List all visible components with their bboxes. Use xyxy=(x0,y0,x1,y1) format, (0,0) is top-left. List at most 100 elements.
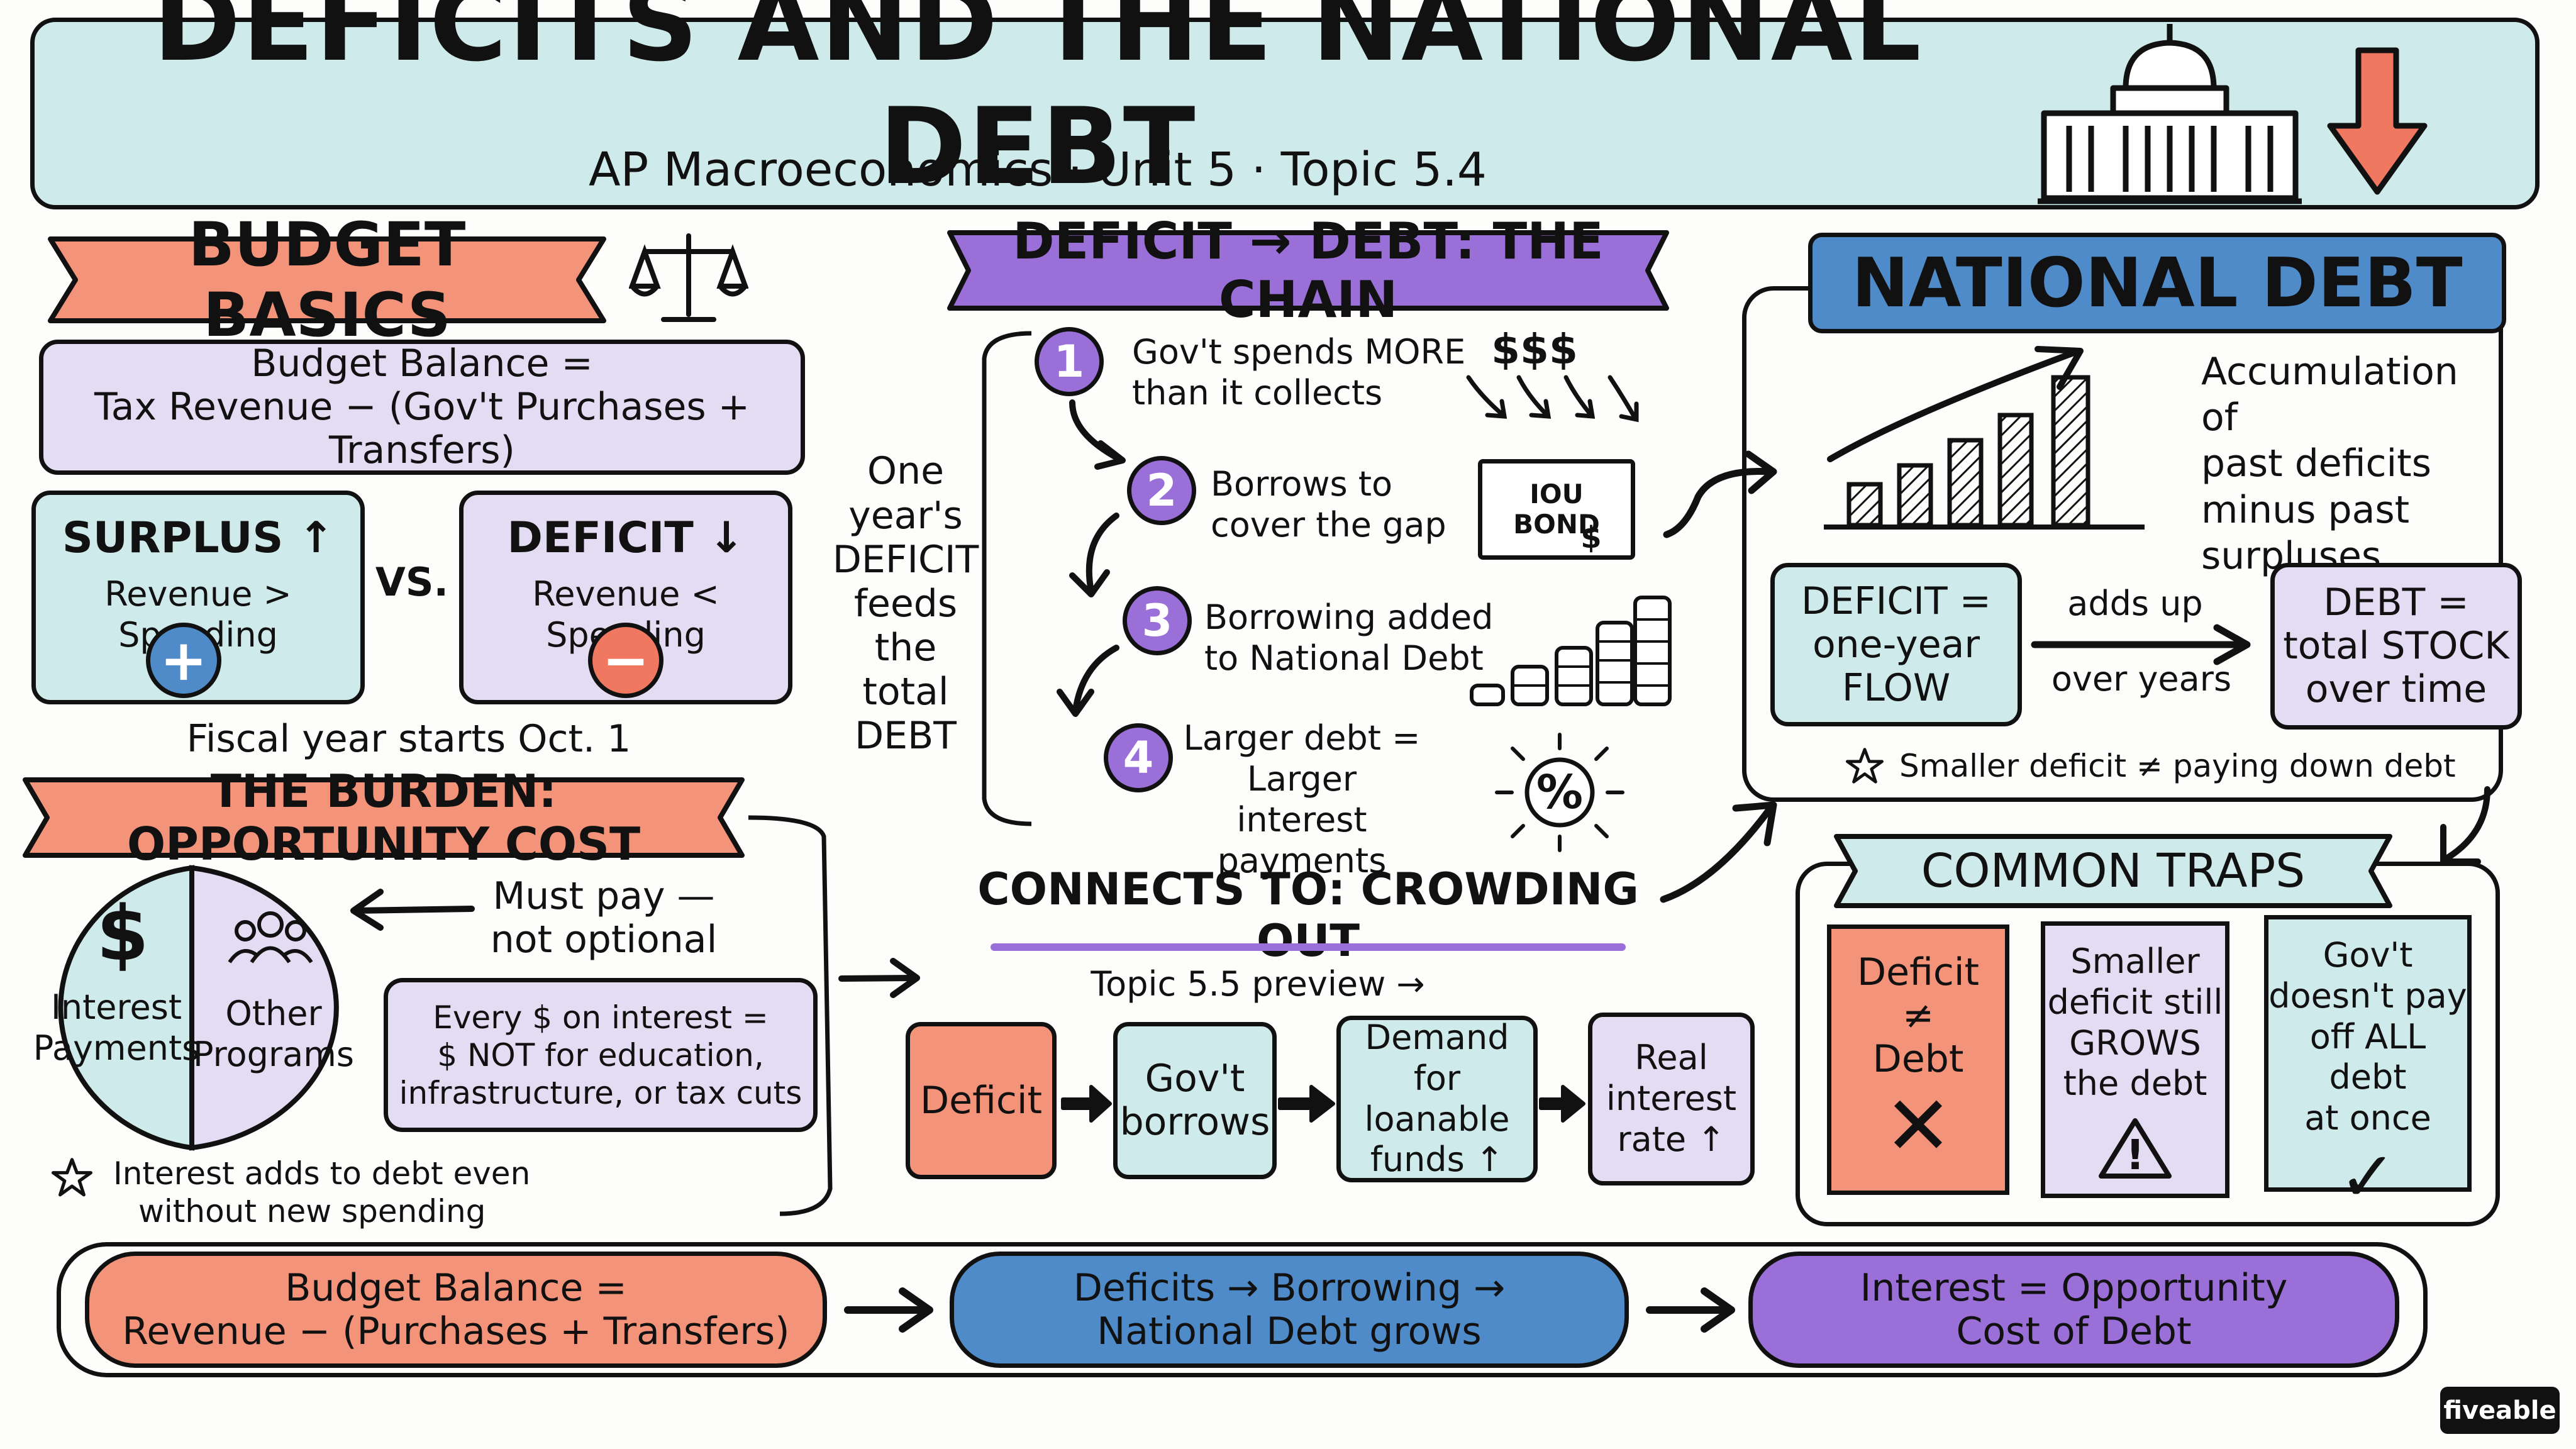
must-pay-line-2: not optional xyxy=(490,918,718,962)
opportunity-cost-box: Every $ on interest = $ NOT for educatio… xyxy=(384,978,818,1132)
interest-percent-icon xyxy=(1495,733,1624,852)
other-line-1: Other xyxy=(225,994,322,1034)
trap-card-deficit-debt: Deficit ≠ Debt ✕ xyxy=(1827,924,2009,1195)
step-3-badge: 3 xyxy=(1123,586,1192,655)
bond-dollar: $ xyxy=(1580,520,1602,555)
trap2-line-2: deficit still xyxy=(2047,982,2223,1022)
summary-arrow-1 xyxy=(844,1287,933,1333)
flow-demand-line-3: funds ↑ xyxy=(1370,1140,1504,1180)
over-years-label: over years xyxy=(2051,658,2232,699)
step-1-number: 1 xyxy=(1053,336,1085,387)
star-icon xyxy=(52,1158,92,1197)
crowding-heading: CONNECTS TO: CROWDING OUT xyxy=(977,863,1639,967)
formula-line-2: Tax Revenue − (Gov't Purchases + Transfe… xyxy=(94,385,750,472)
other-line-2: Programs xyxy=(193,1035,354,1074)
step-3-text: Borrowing added to National Debt xyxy=(1204,597,1519,686)
side-line-5: the xyxy=(874,626,937,670)
deficit-flow-line-1: DEFICIT = xyxy=(1801,579,1991,623)
step-3-line-1: Borrowing added xyxy=(1204,597,1494,637)
warning-mark: ! xyxy=(2125,1130,2145,1179)
chain-heading: DEFICIT → DEBT: THE CHAIN xyxy=(1013,211,1604,329)
traps-heading: COMMON TRAPS xyxy=(1921,843,2306,898)
debt-stock-line-3: over time xyxy=(2305,667,2487,711)
chain-side-text: One year's DEFICIT feeds the total DEBT xyxy=(833,440,979,767)
summary-bar xyxy=(57,1242,2428,1377)
topic-preview: Topic 5.5 preview → xyxy=(1091,963,1425,1004)
trap1-line-2: ≠ xyxy=(1902,994,1935,1038)
chain-bracket xyxy=(982,331,1032,826)
summary-3-line-1: Interest = Opportunity xyxy=(1860,1265,2288,1310)
accumulation-text: Accumulation of past deficits minus past… xyxy=(2201,349,2478,578)
step-1-badge: 1 xyxy=(1035,327,1104,396)
trap1-line-3: Debt xyxy=(1872,1037,1964,1081)
money-icon: $$$ xyxy=(1491,325,1578,374)
summary-debt-pill: Deficits → Borrowing → National Debt gro… xyxy=(950,1252,1629,1368)
deficit-flow-line-3: FLOW xyxy=(1841,665,1951,710)
step-4-line-1: Larger debt = xyxy=(1183,718,1421,758)
flow-demand-loanable: Demand for loanable funds ↑ xyxy=(1336,1016,1538,1182)
chain-curved-arrows xyxy=(1057,399,1126,717)
x-mark-icon: ✕ xyxy=(1884,1078,1953,1174)
burden-heading: THE BURDEN: OPPORTUNITY COST xyxy=(126,764,641,870)
flow-deficit: Deficit xyxy=(906,1022,1057,1179)
budget-basics-heading: BUDGET BASICS xyxy=(188,209,466,350)
fiscal-year-note: Fiscal year starts Oct. 1 xyxy=(186,716,631,761)
trap2-line-4: the debt xyxy=(2063,1063,2207,1104)
interest-line-1: Interest xyxy=(50,987,182,1028)
dollar-symbol: $ xyxy=(96,890,149,978)
flow-gov-borrows: Gov't borrows xyxy=(1113,1022,1277,1179)
summary-1-line-2: Revenue − (Purchases + Transfers) xyxy=(122,1309,790,1353)
crowding-underline xyxy=(991,943,1626,951)
trap3-line-3: off ALL debt xyxy=(2309,1016,2426,1097)
box-line-3: infrastructure, or tax cuts xyxy=(399,1074,802,1111)
step-4-number: 4 xyxy=(1123,732,1154,784)
flow-deficit-label: Deficit xyxy=(919,1078,1043,1123)
down-arrow-icon xyxy=(2327,47,2428,195)
flow-interest-line-3: rate ↑ xyxy=(1617,1119,1726,1159)
right-arrow-icon xyxy=(838,958,920,998)
trap-card-smaller-deficit: Smaller deficit still GROWS the debt ! xyxy=(2041,921,2229,1198)
opportunity-cost-pie xyxy=(58,865,339,1151)
fiveable-logo: fiveable xyxy=(2440,1387,2560,1434)
trap3-line-4: at once xyxy=(2304,1098,2431,1138)
box-line-2: $ NOT for education, xyxy=(437,1036,764,1074)
step-2-badge: 2 xyxy=(1127,456,1196,525)
vs-label: VS. xyxy=(375,558,449,605)
debt-to-traps-arrow xyxy=(2440,786,2490,865)
step-4-line-2: Larger interest xyxy=(1236,759,1367,840)
side-line-6: total xyxy=(862,670,949,714)
step-2-line-2: cover the gap xyxy=(1211,504,1446,545)
flow-arrows xyxy=(1061,1085,1585,1123)
adds-up-arrow xyxy=(2031,624,2251,665)
step-3-number: 3 xyxy=(1141,595,1173,647)
must-pay-line-1: Must pay — xyxy=(492,874,715,918)
trap3-line-2: doesn't pay xyxy=(2268,975,2467,1016)
accum-line-2: past deficits xyxy=(2201,441,2431,486)
note-line-2: without new spending xyxy=(138,1193,486,1230)
accum-line-3: minus past xyxy=(2201,487,2410,532)
bond-bond-text: BOND xyxy=(1513,509,1600,540)
summary-1-line-1: Budget Balance = xyxy=(285,1265,627,1310)
adds-up-label: adds up xyxy=(2067,583,2203,623)
page-subtitle: AP Macroeconomics · Unit 5 · Topic 5.4 xyxy=(589,143,1487,197)
pie-other-label: Other Programs xyxy=(193,987,354,1082)
page-title: DEFICITS AND THE NATIONAL DEBT xyxy=(153,0,1923,208)
scales-icon xyxy=(629,233,748,322)
side-line-2: year's xyxy=(848,493,963,538)
budget-balance-formula: Budget Balance = Tax Revenue − (Gov't Pu… xyxy=(39,340,805,475)
chain-banner xyxy=(947,230,1669,311)
trap3-line-1: Gov't xyxy=(2323,935,2413,975)
burden-bracket xyxy=(748,815,833,1216)
deficit-flow-box: DEFICIT = one-year FLOW xyxy=(1770,563,2022,726)
left-arrow-icon xyxy=(350,889,475,931)
step-2-text: Borrows to cover the gap xyxy=(1211,464,1525,552)
bond-iou-text: IOU xyxy=(1530,478,1584,509)
trap1-line-1: Deficit xyxy=(1857,950,1980,994)
step-4-badge: 4 xyxy=(1104,723,1173,792)
flow-borrows-line-1: Gov't xyxy=(1145,1057,1245,1101)
deficit-flow-line-2: one-year xyxy=(1812,622,1980,667)
summary-arrow-2 xyxy=(1646,1287,1735,1333)
falling-arrows-icon xyxy=(1466,375,1639,423)
debt-stock-box: DEBT = total STOCK over time xyxy=(2270,563,2522,730)
step-4-line-3: payments xyxy=(1217,840,1387,880)
